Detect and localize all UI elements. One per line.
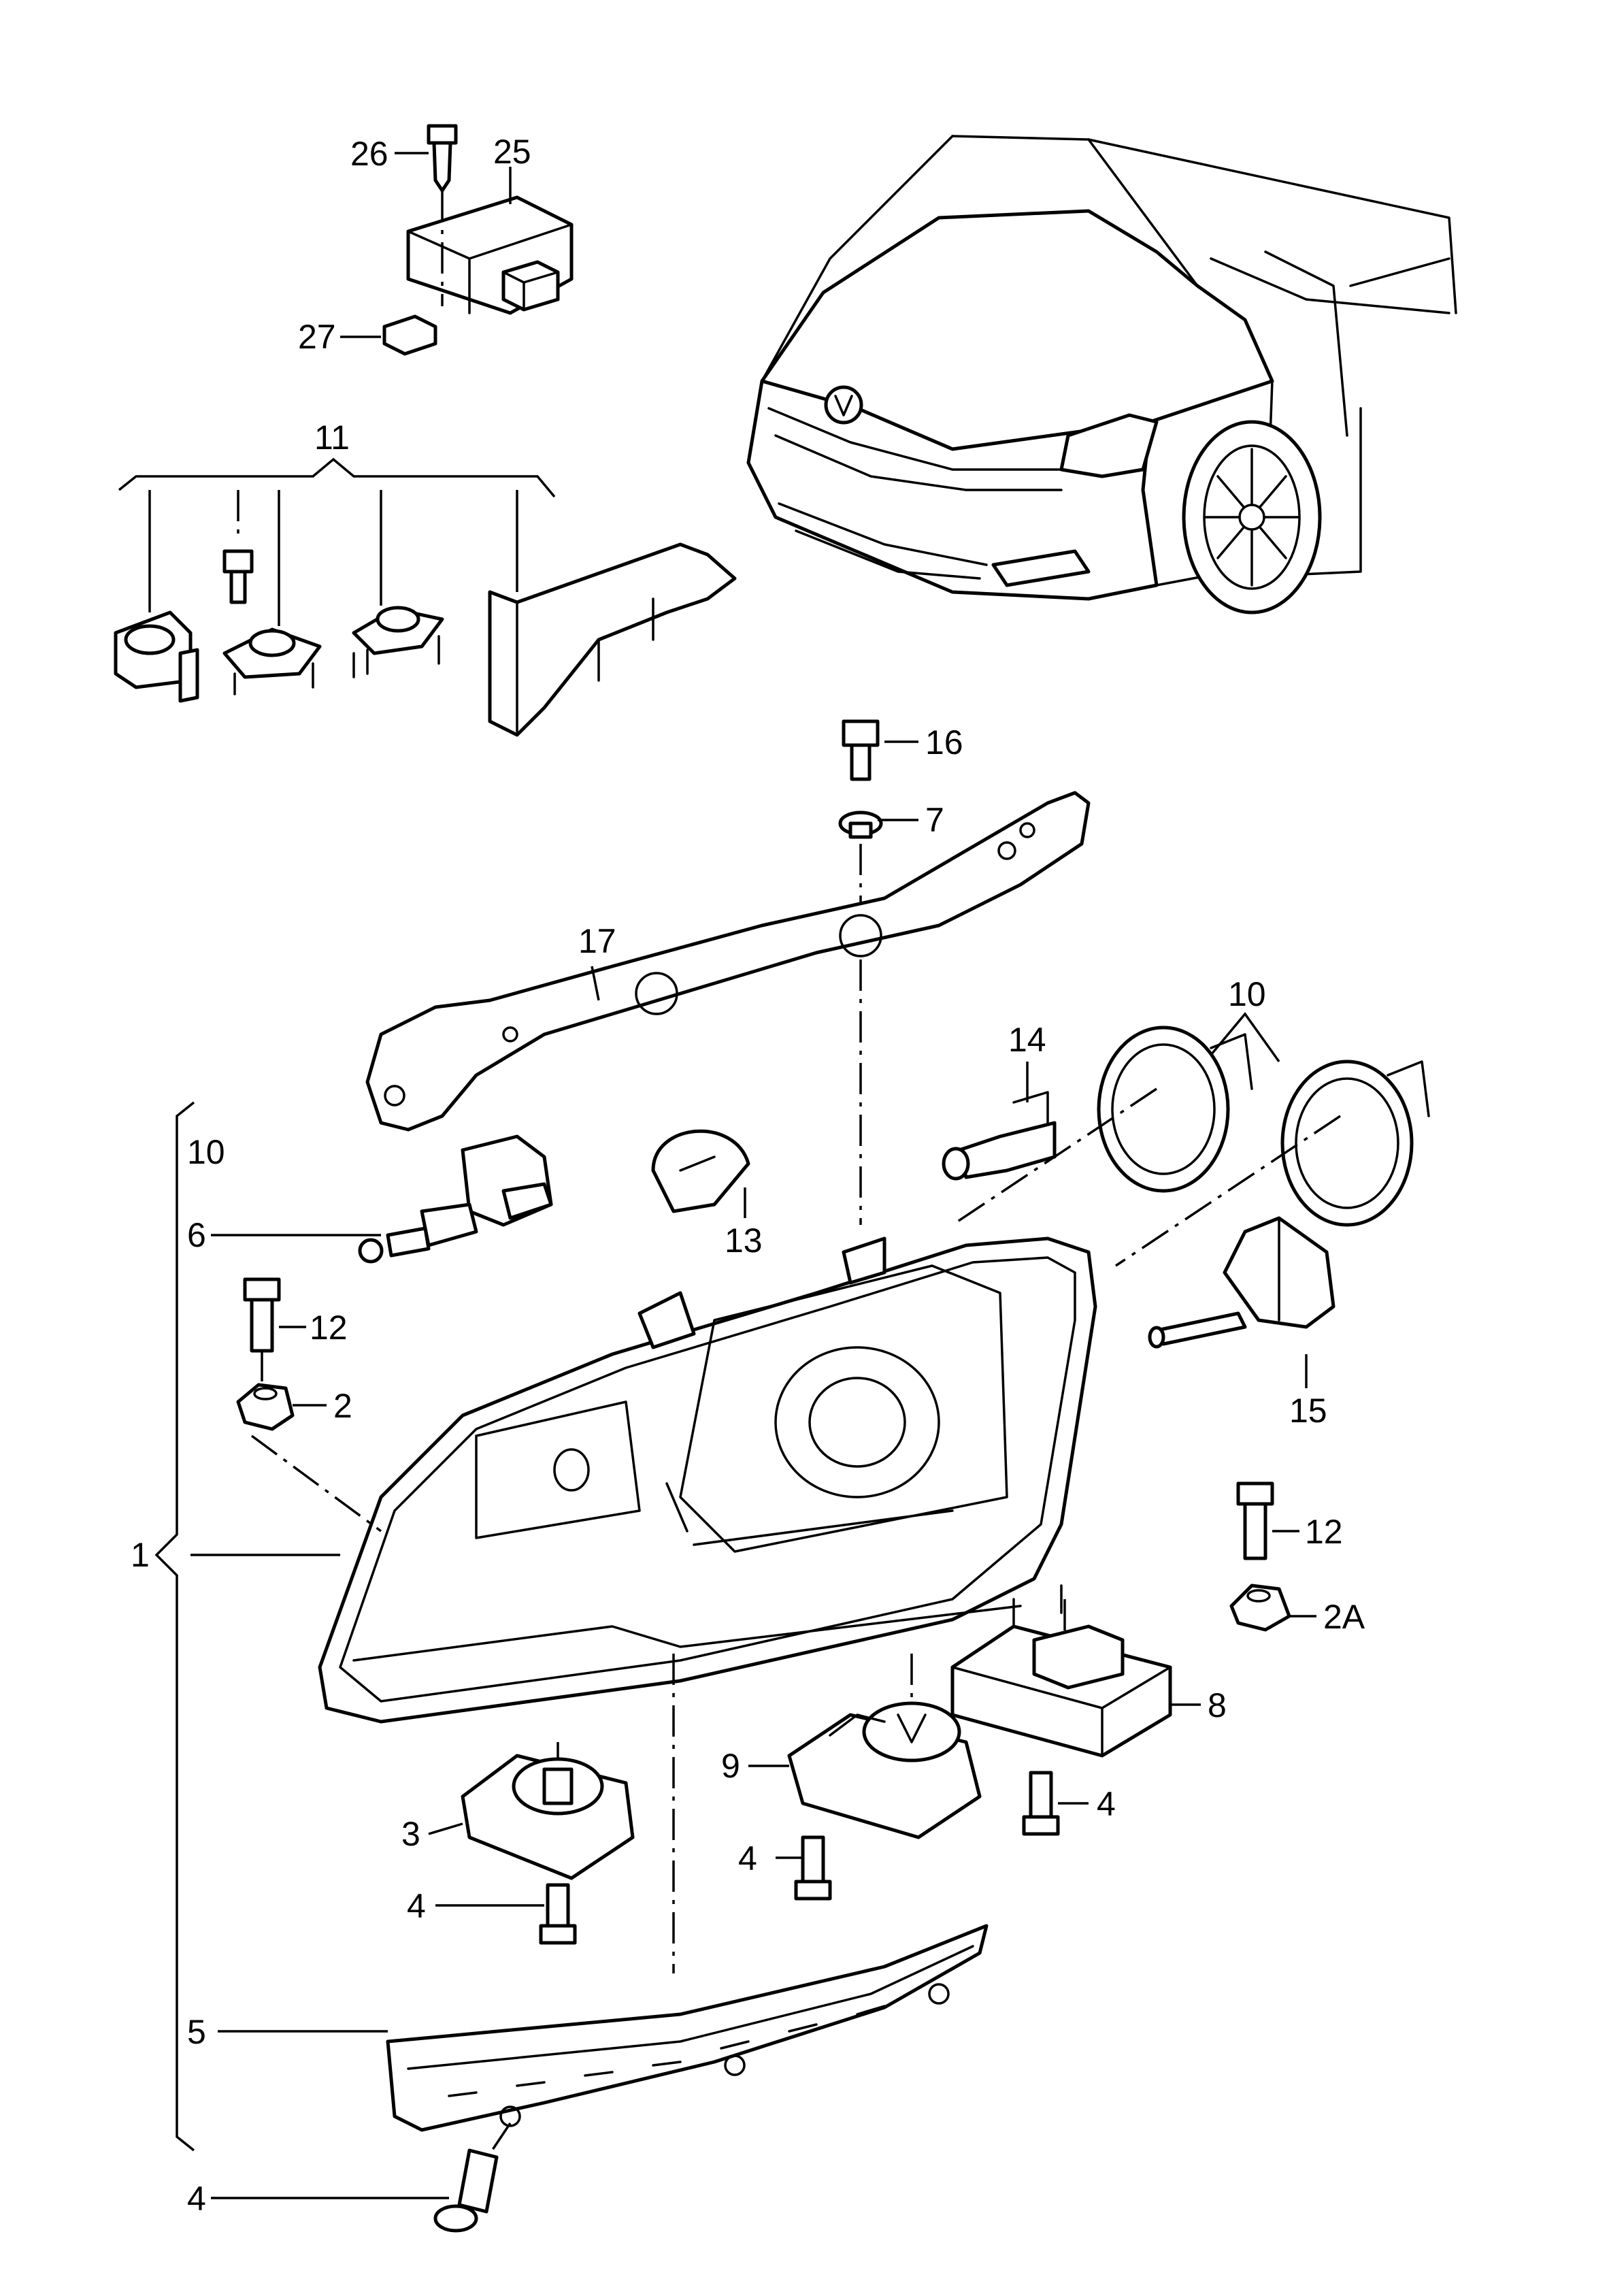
callout-15: 15 [1289,1392,1327,1430]
callout-2a: 2A [1323,1598,1365,1636]
callout-16: 16 [925,723,963,761]
control-unit-25 [406,195,574,315]
screw-4-a [539,1883,577,1945]
callout-17: 17 [578,922,616,960]
callout-12-right: 12 [1305,1513,1343,1551]
control-unit-9 [787,1701,982,1839]
callout-27: 27 [298,318,336,356]
vehicle-front-illustration [746,135,1457,614]
callout-9: 9 [721,1747,740,1785]
caps-10 [1097,1026,1430,1227]
screw-12-right [1236,1481,1274,1560]
screw-26 [427,124,458,193]
callout-25: 25 [493,133,531,171]
callout-3: 3 [401,1815,420,1853]
nut-2 [236,1383,295,1431]
callout-5: 5 [187,2013,206,2051]
assembly-bracket-1 [154,1101,340,2152]
callout-14: 14 [1008,1021,1046,1059]
callout-26: 26 [350,135,388,173]
callout-4-d: 4 [187,2180,206,2218]
screw-4-c [1022,1771,1060,1836]
callout-2: 2 [333,1387,352,1425]
screw-4-b [794,1835,832,1901]
callout-13: 13 [725,1221,763,1260]
headlamp-1 [318,1236,1097,1724]
control-unit-8 [950,1584,1172,1758]
bolt-16 [842,719,880,781]
callout-8: 8 [1208,1686,1227,1724]
callout-4-c: 4 [1097,1785,1116,1823]
callout-10-caps: 10 [1228,975,1266,1013]
callout-7: 7 [925,801,944,839]
nut-2a [1229,1584,1291,1632]
callout-labels: 26 25 27 11 16 7 17 10 14 10 6 13 12 2 1… [131,133,1365,2218]
callout-4-a: 4 [407,1887,426,1925]
washer-7 [838,810,883,839]
bulb-14 [942,1091,1057,1181]
bulb-15 [1148,1216,1336,1349]
callout-1: 1 [131,1536,150,1574]
leader-lines [211,152,1316,2199]
clip-27 [382,314,437,356]
bulb-13 [651,1129,750,1213]
callout-11: 11 [314,419,350,457]
bulb-socket-6 [358,1134,553,1264]
screw-4-d [433,2148,499,2233]
carrier-17 [365,791,1091,1132]
callout-10-group: 10 [187,1133,225,1171]
callout-6: 6 [187,1216,206,1254]
trim-strip-5 [386,1924,989,2132]
callout-12-left: 12 [310,1309,348,1347]
callout-4-b: 4 [738,1839,757,1877]
control-unit-3 [461,1754,635,1880]
screw-12-left [243,1277,281,1353]
bracket-group-11 [114,457,737,737]
